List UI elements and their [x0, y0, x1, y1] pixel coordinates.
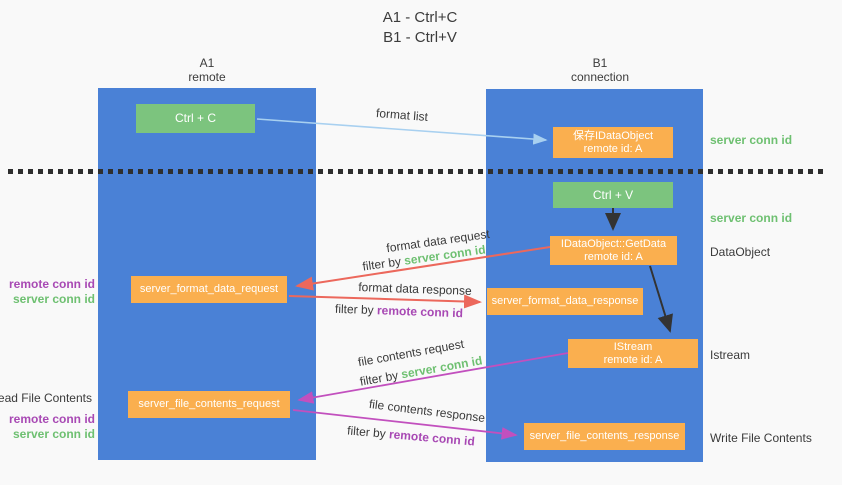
edge-label-format-data-response: format data response [358, 280, 472, 298]
node-istream-line2: remote id: A [603, 353, 663, 366]
lane-b1-role: connection [570, 70, 630, 84]
filter-by-text: filter by [358, 368, 400, 389]
annotation-server-conn-id-mid: server conn id [710, 211, 793, 225]
filter-by-text: filter by [346, 423, 387, 441]
annotation-dataobject: DataObject [710, 245, 771, 259]
edge-label-file-contents-response: file contents response [368, 396, 486, 426]
node-save-idataobject: 保存IDataObject remote id: A [553, 127, 673, 158]
node-save-idataobject-line1: 保存IDataObject [572, 129, 654, 142]
annotation-read-file-contents: Read File Contents [0, 391, 92, 405]
node-istream: IStream remote id: A [568, 339, 698, 368]
node-ctrl-v-label: Ctrl + V [592, 187, 634, 202]
node-server-file-contents-request: server_file_contents_request [128, 391, 290, 418]
node-idataobject-getdata-line1: IDataObject::GetData [560, 237, 667, 250]
node-ctrl-c: Ctrl + C [136, 104, 255, 133]
phase-divider-dotted-line [8, 169, 825, 174]
remote-conn-id-text: remote conn id [388, 427, 476, 449]
filter-by-text: filter by [334, 301, 374, 318]
lane-a1-name: A1 [199, 56, 215, 70]
node-ctrl-v: Ctrl + V [553, 182, 673, 208]
node-server-format-data-response-label: server_format_data_response [491, 295, 639, 307]
lane-header-a1: A1 remote [137, 56, 277, 84]
edge-label-file-response-filter: filter by remote conn id [347, 423, 476, 448]
node-server-file-contents-request-label: server_file_contents_request [138, 398, 280, 410]
remote-conn-id-label: remote conn id [8, 277, 95, 291]
node-save-idataobject-line2: remote id: A [583, 142, 643, 155]
annotation-istream: Istream [710, 348, 751, 362]
edge-label-format-response-filter: filter by remote conn id [335, 302, 463, 320]
lane-b1-name: B1 [592, 56, 608, 70]
node-server-format-data-request: server_format_data_request [131, 276, 287, 303]
node-server-format-data-request-label: server_format_data_request [139, 283, 279, 295]
title-line-1: A1 - Ctrl+C [382, 9, 458, 26]
node-server-file-contents-response-label: server_file_contents_response [529, 430, 680, 442]
node-server-file-contents-response: server_file_contents_response [524, 423, 685, 450]
server-conn-id-label: server conn id [12, 292, 95, 306]
annotation-format-conn-ids: remote conn id server conn id [9, 277, 95, 307]
node-idataobject-getdata: IDataObject::GetData remote id: A [550, 236, 677, 265]
remote-conn-id-label: remote conn id [8, 412, 95, 426]
annotation-server-conn-id-top: server conn id [710, 133, 793, 147]
remote-conn-id-text: remote conn id [376, 303, 464, 321]
node-server-format-data-response: server_format_data_response [487, 288, 643, 315]
server-conn-id-label: server conn id [12, 427, 95, 441]
diagram-title: A1 - Ctrl+C B1 - Ctrl+V [320, 8, 520, 48]
edge-label-format-list: format list [375, 105, 429, 125]
node-idataobject-getdata-line2: remote id: A [584, 250, 643, 263]
node-istream-line1: IStream [613, 340, 653, 353]
node-ctrl-c-label: Ctrl + C [174, 111, 216, 125]
title-line-2: B1 - Ctrl+V [383, 29, 457, 46]
lane-a1-role: remote [188, 70, 226, 84]
filter-by-text: filter by [361, 254, 402, 274]
annotation-file-conn-ids: remote conn id server conn id [9, 412, 95, 442]
annotation-write-file-contents: Write File Contents [710, 431, 812, 445]
lane-header-b1: B1 connection [530, 56, 670, 84]
